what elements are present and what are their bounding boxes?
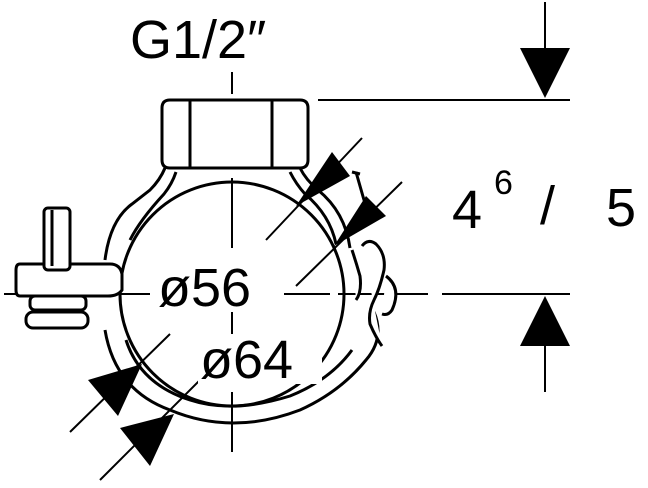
dimension-lines [69,2,570,481]
arrow-lower-2 [120,414,174,466]
clamp-left-inner [128,171,178,241]
arrowheads [88,48,570,466]
screw-head [24,310,90,330]
arrow-upper-1 [296,152,350,206]
latch-hook-inner [350,249,362,301]
height-end: 5 [606,178,636,238]
screw-washer [28,294,88,312]
hex-nut [160,98,310,170]
outer-diameter-label: ø64 [200,330,293,390]
tab-plate [14,262,124,298]
arrow-upper-2 [334,196,386,246]
arrow-down [520,48,570,98]
right-latch [350,170,398,347]
outer-diameter-backdrop [198,334,322,384]
center-lines [4,72,428,452]
left-tab [14,206,124,330]
latch-loop [381,274,398,316]
arrow-up [520,296,570,346]
latch-pin-top [351,170,361,176]
inner-diameter-backdrop [156,262,280,312]
screw-shank [42,206,72,272]
height-separator: / [540,176,555,236]
clamp-left-upper [103,167,167,261]
clamp-outer-bottom [103,311,380,425]
thread-label: G1/2″ [130,10,266,70]
arrow-lower-1 [88,364,142,416]
latch-hook-outer [360,239,386,347]
height-superscript: 6 [494,164,513,202]
height-base: 4 [452,180,482,240]
hex-nut-body [160,98,310,170]
inner-diameter-label: ø56 [158,258,251,318]
